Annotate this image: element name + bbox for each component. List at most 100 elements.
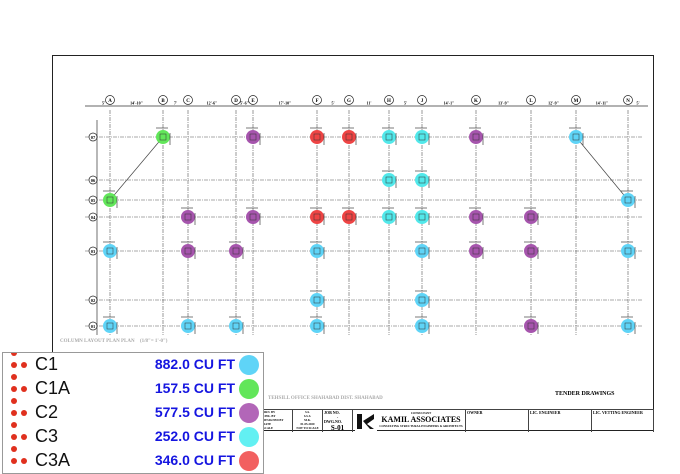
column-marker-c3	[415, 130, 429, 144]
dimension-label: 5'	[404, 101, 407, 106]
grid-label: 02	[91, 298, 96, 303]
grip-dots-icon	[11, 374, 27, 401]
column-marker-c2	[469, 130, 483, 144]
tb-value: 01-05-2020	[300, 422, 315, 426]
dimension-label: 12'-6"	[207, 101, 218, 106]
column-marker-c3a	[310, 210, 324, 224]
brace-line	[575, 136, 629, 201]
dimension-label: 5'	[636, 101, 639, 106]
column-section	[313, 247, 321, 255]
tender-drawings-label: TENDER DRAWINGS	[555, 391, 615, 397]
dimension-label: 12'-9"	[548, 101, 559, 106]
dimension-label: 14'-11"	[596, 101, 608, 106]
consultant-label: CONSULTANT	[410, 411, 432, 415]
grid-bubble	[526, 95, 536, 105]
grid-label: M	[574, 99, 579, 104]
column-marker-c3a	[342, 130, 356, 144]
drawing-no-label: DWG.NO.	[324, 419, 342, 424]
column-section	[418, 176, 426, 184]
column-section	[345, 133, 353, 141]
grip-dots-icon	[11, 353, 27, 377]
legend-color-swatch	[239, 403, 259, 423]
grid-label: 07	[91, 135, 96, 140]
column-marker-c3	[415, 210, 429, 224]
dimension-label: 11'	[367, 101, 372, 106]
grid-label: J	[421, 99, 424, 104]
tb-label: CHK. BY	[263, 414, 276, 418]
grid-label: 03	[91, 249, 96, 254]
kamil-logo	[355, 412, 377, 431]
tb-label: DRN. BY	[263, 410, 276, 414]
legend-name: C3A	[35, 450, 71, 470]
column-section	[624, 247, 632, 255]
legend-color-swatch	[239, 379, 259, 399]
column-section	[418, 247, 426, 255]
column-marker-c3	[382, 210, 396, 224]
grid-label: 05	[91, 198, 96, 203]
column-section	[472, 213, 480, 221]
column-marker-c2	[524, 210, 538, 224]
column-section	[313, 322, 321, 330]
grid-label: N	[626, 99, 630, 104]
column-section	[313, 296, 321, 304]
column-section	[232, 247, 240, 255]
column-marker-c1	[310, 244, 324, 258]
legend-volume: 882.0 CU FT	[154, 356, 235, 372]
column-section	[527, 247, 535, 255]
column-marker-c2	[469, 210, 483, 224]
column-marker-c1	[621, 244, 635, 258]
column-marker-c1a	[103, 193, 117, 207]
column-marker-c2	[524, 244, 538, 258]
column-marker-c1	[229, 319, 243, 333]
column-marker-c2	[524, 319, 538, 333]
dimension-label: 13'-9"	[498, 101, 509, 106]
column-section	[418, 133, 426, 141]
column-section	[106, 196, 114, 204]
grid-bubble	[471, 95, 481, 105]
legend-color-swatch	[239, 427, 259, 447]
column-section	[527, 322, 535, 330]
legend-item-c3: C3 252.0 CU FT	[3, 422, 263, 449]
column-marker-c3	[382, 130, 396, 144]
legend-item-c2: C2 577.5 CU FT	[3, 398, 263, 425]
grid-bubble	[344, 95, 354, 105]
drawing-no: S-01	[330, 423, 345, 432]
column-marker-c1	[415, 319, 429, 333]
drawing-sheet	[52, 55, 654, 431]
grid-label: A	[108, 99, 112, 104]
column-section	[527, 213, 535, 221]
column-marker-c3	[382, 173, 396, 187]
column-section	[472, 247, 480, 255]
tb-label: DESIGNED BY	[263, 418, 284, 422]
job-no-label: JOB NO.	[324, 410, 340, 415]
engineer-cell: LIC. ENGINEER	[528, 409, 591, 432]
dimension-label: 14'-1"	[444, 101, 455, 106]
column-section	[624, 196, 632, 204]
legend-name: C1A	[35, 378, 71, 398]
column-marker-c1	[310, 319, 324, 333]
column-section	[418, 213, 426, 221]
dimension-label: 5'-6"	[240, 101, 249, 106]
tb-value: M.K.	[304, 418, 311, 422]
grid-bubble	[88, 212, 98, 222]
grip-dots-icon	[11, 446, 27, 473]
dimension-label: 5'	[331, 101, 334, 106]
grid-bubble	[105, 95, 115, 105]
grip-dots-icon	[11, 422, 27, 449]
brace-line	[109, 136, 164, 201]
legend-name: C1	[35, 354, 59, 374]
legend-volume: 577.5 CU FT	[154, 404, 235, 420]
column-marker-c1	[310, 293, 324, 307]
grid-bubble	[88, 195, 98, 205]
firm-sub: CONSULTING STRUCTURAL ENGINEERS & ARCHIT…	[379, 424, 463, 428]
grid-label: C	[186, 99, 190, 104]
column-section	[345, 213, 353, 221]
column-marker-c1	[103, 319, 117, 333]
column-marker-c2	[469, 244, 483, 258]
grid-bubble	[231, 95, 241, 105]
project-name: TEHSILL OFFICE SHAHABAD DIST. SHAHABAD	[268, 396, 383, 401]
column-marker-c2	[181, 244, 195, 258]
grid-label: G	[347, 99, 351, 104]
grid-label: D	[234, 99, 238, 104]
grid-bubble	[312, 95, 322, 105]
